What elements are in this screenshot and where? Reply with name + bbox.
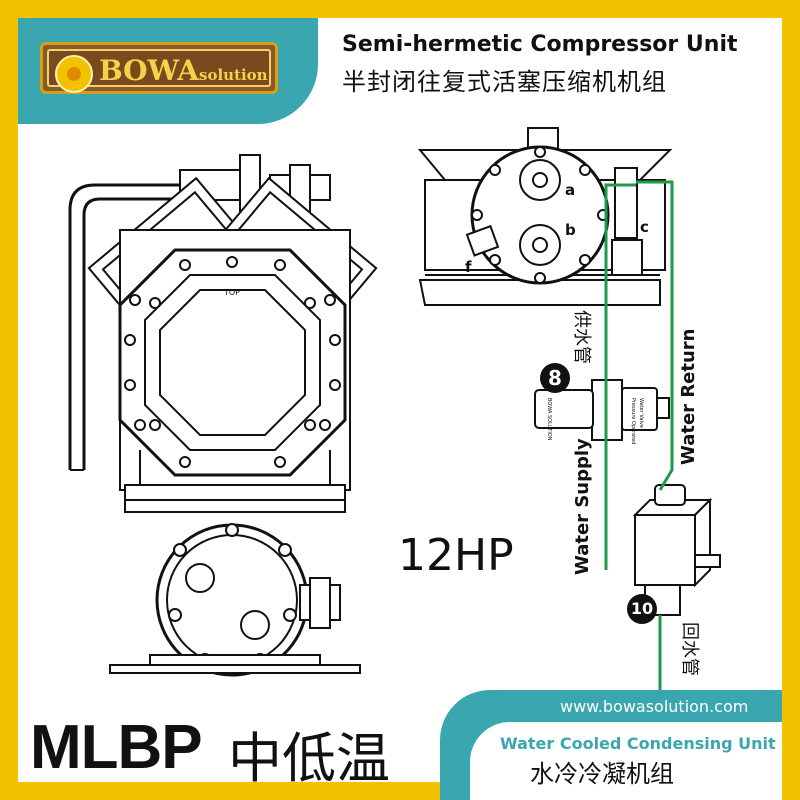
product-name-en: Water Cooled Condensing Unit <box>500 734 776 753</box>
badge-10: 10 <box>627 594 657 624</box>
footer-white-panel <box>470 722 782 800</box>
point-b: b <box>565 221 576 239</box>
logo-brand: BOWA <box>99 54 199 87</box>
water-supply-cn-label: 供水管 <box>571 310 592 364</box>
octagon-cover-inner <box>144 274 321 451</box>
point-a: a <box>565 181 575 199</box>
water-supply-en-label: Water Supply <box>572 438 593 575</box>
bowa-logo: BOWA solution <box>40 42 278 94</box>
model-code: MLBP <box>30 713 203 782</box>
water-fitting <box>614 167 638 239</box>
water-return-cn-label: 回水管 <box>679 622 700 676</box>
top-marking: TOP <box>223 288 240 297</box>
water-supply-pipe <box>604 183 636 570</box>
logo-suffix: solution <box>199 66 268 84</box>
point-c: c <box>640 218 649 236</box>
water-return-en-label: Water Return <box>678 328 699 466</box>
title-chinese: 半封闭往复式活塞压缩机机组 <box>342 68 667 96</box>
valve-text-2: Pressure Operated <box>630 398 636 444</box>
water-pipes <box>604 180 674 690</box>
valve-text-1: BOWA SOLUTION <box>546 398 552 441</box>
temperature-class-cn: 中低温 <box>228 727 390 790</box>
product-name-cn: 水冷冷凝机组 <box>530 760 674 788</box>
capacity-label: 12HP <box>398 530 514 581</box>
base-plate <box>124 484 346 501</box>
suction-pipe <box>68 183 230 470</box>
logo-inner: BOWA solution <box>47 49 271 93</box>
water-return-pipe <box>636 180 674 491</box>
title-english: Semi-hermetic Compressor Unit <box>342 32 738 57</box>
condenser-valve <box>634 514 696 586</box>
website-link[interactable]: www.bowasolution.com <box>560 697 749 716</box>
badge-8: 8 <box>540 363 570 393</box>
sun-icon <box>55 55 93 93</box>
point-f: f <box>465 258 472 276</box>
valve-text-3: Water Valve <box>638 398 644 428</box>
